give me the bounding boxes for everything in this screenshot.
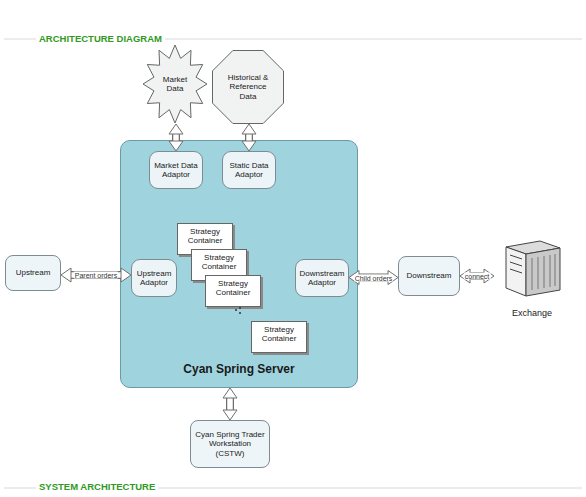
outline-path — [213, 51, 284, 124]
hollow-arrow — [460, 269, 494, 283]
icon-slot — [510, 255, 522, 259]
icon-slot — [538, 257, 539, 289]
node-text: Upstream Adaptor — [135, 269, 173, 287]
arrow-shaft — [226, 397, 234, 411]
connector-label: connect — [464, 273, 491, 280]
arrow-shaft — [70, 271, 122, 279]
server-container: Cyan Spring Server Market Data Adaptor Sta… — [120, 140, 358, 388]
data-source-octagon: Historical & Reference Data — [212, 50, 284, 124]
arrow-head — [121, 268, 131, 282]
data-source-star: Market Data — [142, 44, 208, 124]
icon-slot — [510, 262, 522, 266]
icon-slot — [510, 269, 522, 273]
hollow-arrow — [242, 124, 256, 151]
hollow-arrow — [223, 388, 237, 420]
icon-slot — [555, 254, 556, 286]
adaptor-box: Market Data Adaptor — [149, 151, 203, 189]
node-text: Upstream — [9, 268, 57, 277]
node-text: Strategy Container — [195, 253, 243, 271]
adaptor-box: Upstream Adaptor — [131, 259, 177, 297]
section-heading: SYSTEM ARCHITECTURE — [36, 481, 158, 492]
node-text: Market Data Adaptor — [153, 161, 199, 179]
node-text: Strategy Container — [181, 227, 229, 245]
dot — [239, 307, 241, 309]
icon-slot — [550, 255, 551, 287]
icon-front — [506, 247, 526, 296]
node-text: Downstream Adaptor — [299, 269, 345, 287]
icon-slot — [544, 256, 545, 288]
adaptor-box: Static Data Adaptor — [222, 151, 276, 189]
continuation-dots — [235, 307, 241, 314]
node-text: Strategy Container — [255, 325, 303, 343]
hollow-arrow — [61, 268, 131, 282]
node-text: Cyan Spring Trader Workstation (CSTW) — [194, 430, 266, 458]
adaptor-box: Downstream Adaptor — [295, 259, 349, 297]
dot — [239, 312, 241, 314]
arrow-head — [242, 124, 256, 134]
workstation-box: Cyan Spring Trader Workstation (CSTW) — [190, 420, 270, 468]
node-text: Historical & Reference Data — [221, 73, 275, 101]
system-box: Downstream — [398, 256, 460, 296]
node-text: Strategy Container — [209, 279, 257, 297]
node-text: Static Data Adaptor — [226, 161, 272, 179]
hollow-arrow — [169, 124, 183, 151]
node-text: Cyan Spring Server — [125, 363, 353, 377]
connector-label: Parent orders — [74, 272, 118, 279]
strategy-box: Strategy Container — [205, 275, 261, 307]
arrow-head — [169, 141, 183, 151]
arrow-shaft-inner — [70, 272, 122, 278]
outline-path — [143, 45, 207, 123]
icon-side — [526, 248, 560, 296]
arrow-shaft-inner — [227, 397, 233, 411]
node-text: Exchange — [496, 308, 568, 318]
dot — [235, 309, 237, 311]
icon-slot — [532, 258, 533, 290]
node-text: Market Data — [158, 75, 192, 93]
arrow-head — [223, 388, 237, 398]
arrow-head — [223, 410, 237, 420]
arrow-head — [242, 141, 256, 151]
connector-label: Child orders — [354, 274, 394, 281]
section-heading: ARCHITECTURE DIAGRAM — [36, 33, 165, 44]
strategy-box: Strategy Container — [251, 321, 307, 353]
arrow-head — [169, 124, 183, 134]
hollow-arrow — [349, 271, 398, 285]
exchange-server-icon — [506, 241, 560, 296]
arrow-head — [61, 268, 71, 282]
node-text: Downstream — [402, 271, 456, 280]
system-box: Upstream — [5, 255, 61, 291]
